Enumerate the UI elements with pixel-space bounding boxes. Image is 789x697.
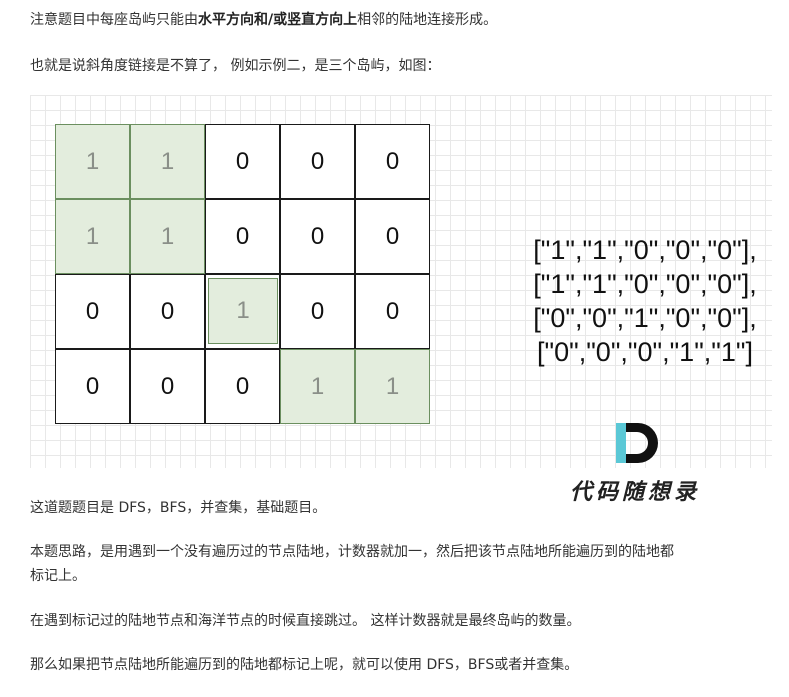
- paragraph-6: 那么如果把节点陆地所能遍历到的陆地都标记上呢，就可以使用 DFS，BFS或者并查…: [30, 657, 579, 673]
- grid-cell-land: 1: [355, 349, 430, 424]
- intro-text-bold: 水平方向和/或竖直方向上: [198, 12, 358, 28]
- matrix-line: ["0","0","0","1","1"]: [537, 337, 753, 367]
- grid-cell-water: 0: [205, 124, 280, 199]
- grid-cell-land-isolated: 1: [208, 278, 278, 344]
- grid-cell-land: 1: [130, 199, 205, 274]
- paragraph-4-line-1: 本题思路，是用遇到一个没有遍历过的节点陆地，计数器就加一，然后把该节点陆地所能遍…: [30, 544, 674, 560]
- matrix-line: ["0","0","1","0","0"],: [533, 303, 757, 333]
- grid-cell-water: 0: [130, 274, 205, 349]
- grid-cell-water: 0: [205, 199, 280, 274]
- logo: 代码随想录: [550, 420, 720, 510]
- intro-text-after: 相邻的陆地连接形成。: [357, 12, 498, 28]
- paragraph-5: 在遇到标记过的陆地节点和海洋节点的时候直接跳过。 这样计数器就是最终岛屿的数量。: [30, 613, 581, 629]
- grid-cell-water: 0: [130, 349, 205, 424]
- grid-cell-water: 0: [280, 199, 355, 274]
- grid-cell-water: 0: [280, 274, 355, 349]
- intro-text-before: 注意题目中每座岛屿只能由: [30, 12, 198, 28]
- grid-cell-water: 0: [55, 349, 130, 424]
- logo-d-icon: [616, 423, 658, 463]
- grid-cell-water: 0: [280, 124, 355, 199]
- logo-text: 代码随想录: [569, 479, 700, 505]
- grid-cell-land: 1: [130, 124, 205, 199]
- grid-cell-land: 1: [280, 349, 355, 424]
- paragraph-4-line-2: 标记上。: [30, 568, 86, 584]
- intro-paragraph-1: 注意题目中每座岛屿只能由水平方向和/或竖直方向上相邻的陆地连接形成。: [30, 8, 497, 32]
- intro-paragraph-2: 也就是说斜角度链接是不算了， 例如示例二，是三个岛屿，如图：: [30, 58, 441, 74]
- grid-cell-land: 1: [55, 199, 130, 274]
- grid-cell-land: 1: [55, 124, 130, 199]
- matrix-line: ["1","1","0","0","0"],: [533, 269, 757, 299]
- grid-cell-water: 0: [205, 349, 280, 424]
- grid-cell-water: 0: [55, 274, 130, 349]
- grid-cell-water: 0: [355, 274, 430, 349]
- paragraph-3: 这道题题目是 DFS，BFS，并查集，基础题目。: [30, 500, 327, 516]
- grid-cell-water: 0: [355, 199, 430, 274]
- grid-cell-water: 0: [355, 124, 430, 199]
- matrix-line: ["1","1","0","0","0"],: [533, 235, 757, 265]
- paragraph-4: 本题思路，是用遇到一个没有遍历过的节点陆地，计数器就加一，然后把该节点陆地所能遍…: [30, 540, 674, 588]
- matrix-text: ["1","1","0","0","0"], ["1","1","0","0",…: [500, 233, 789, 369]
